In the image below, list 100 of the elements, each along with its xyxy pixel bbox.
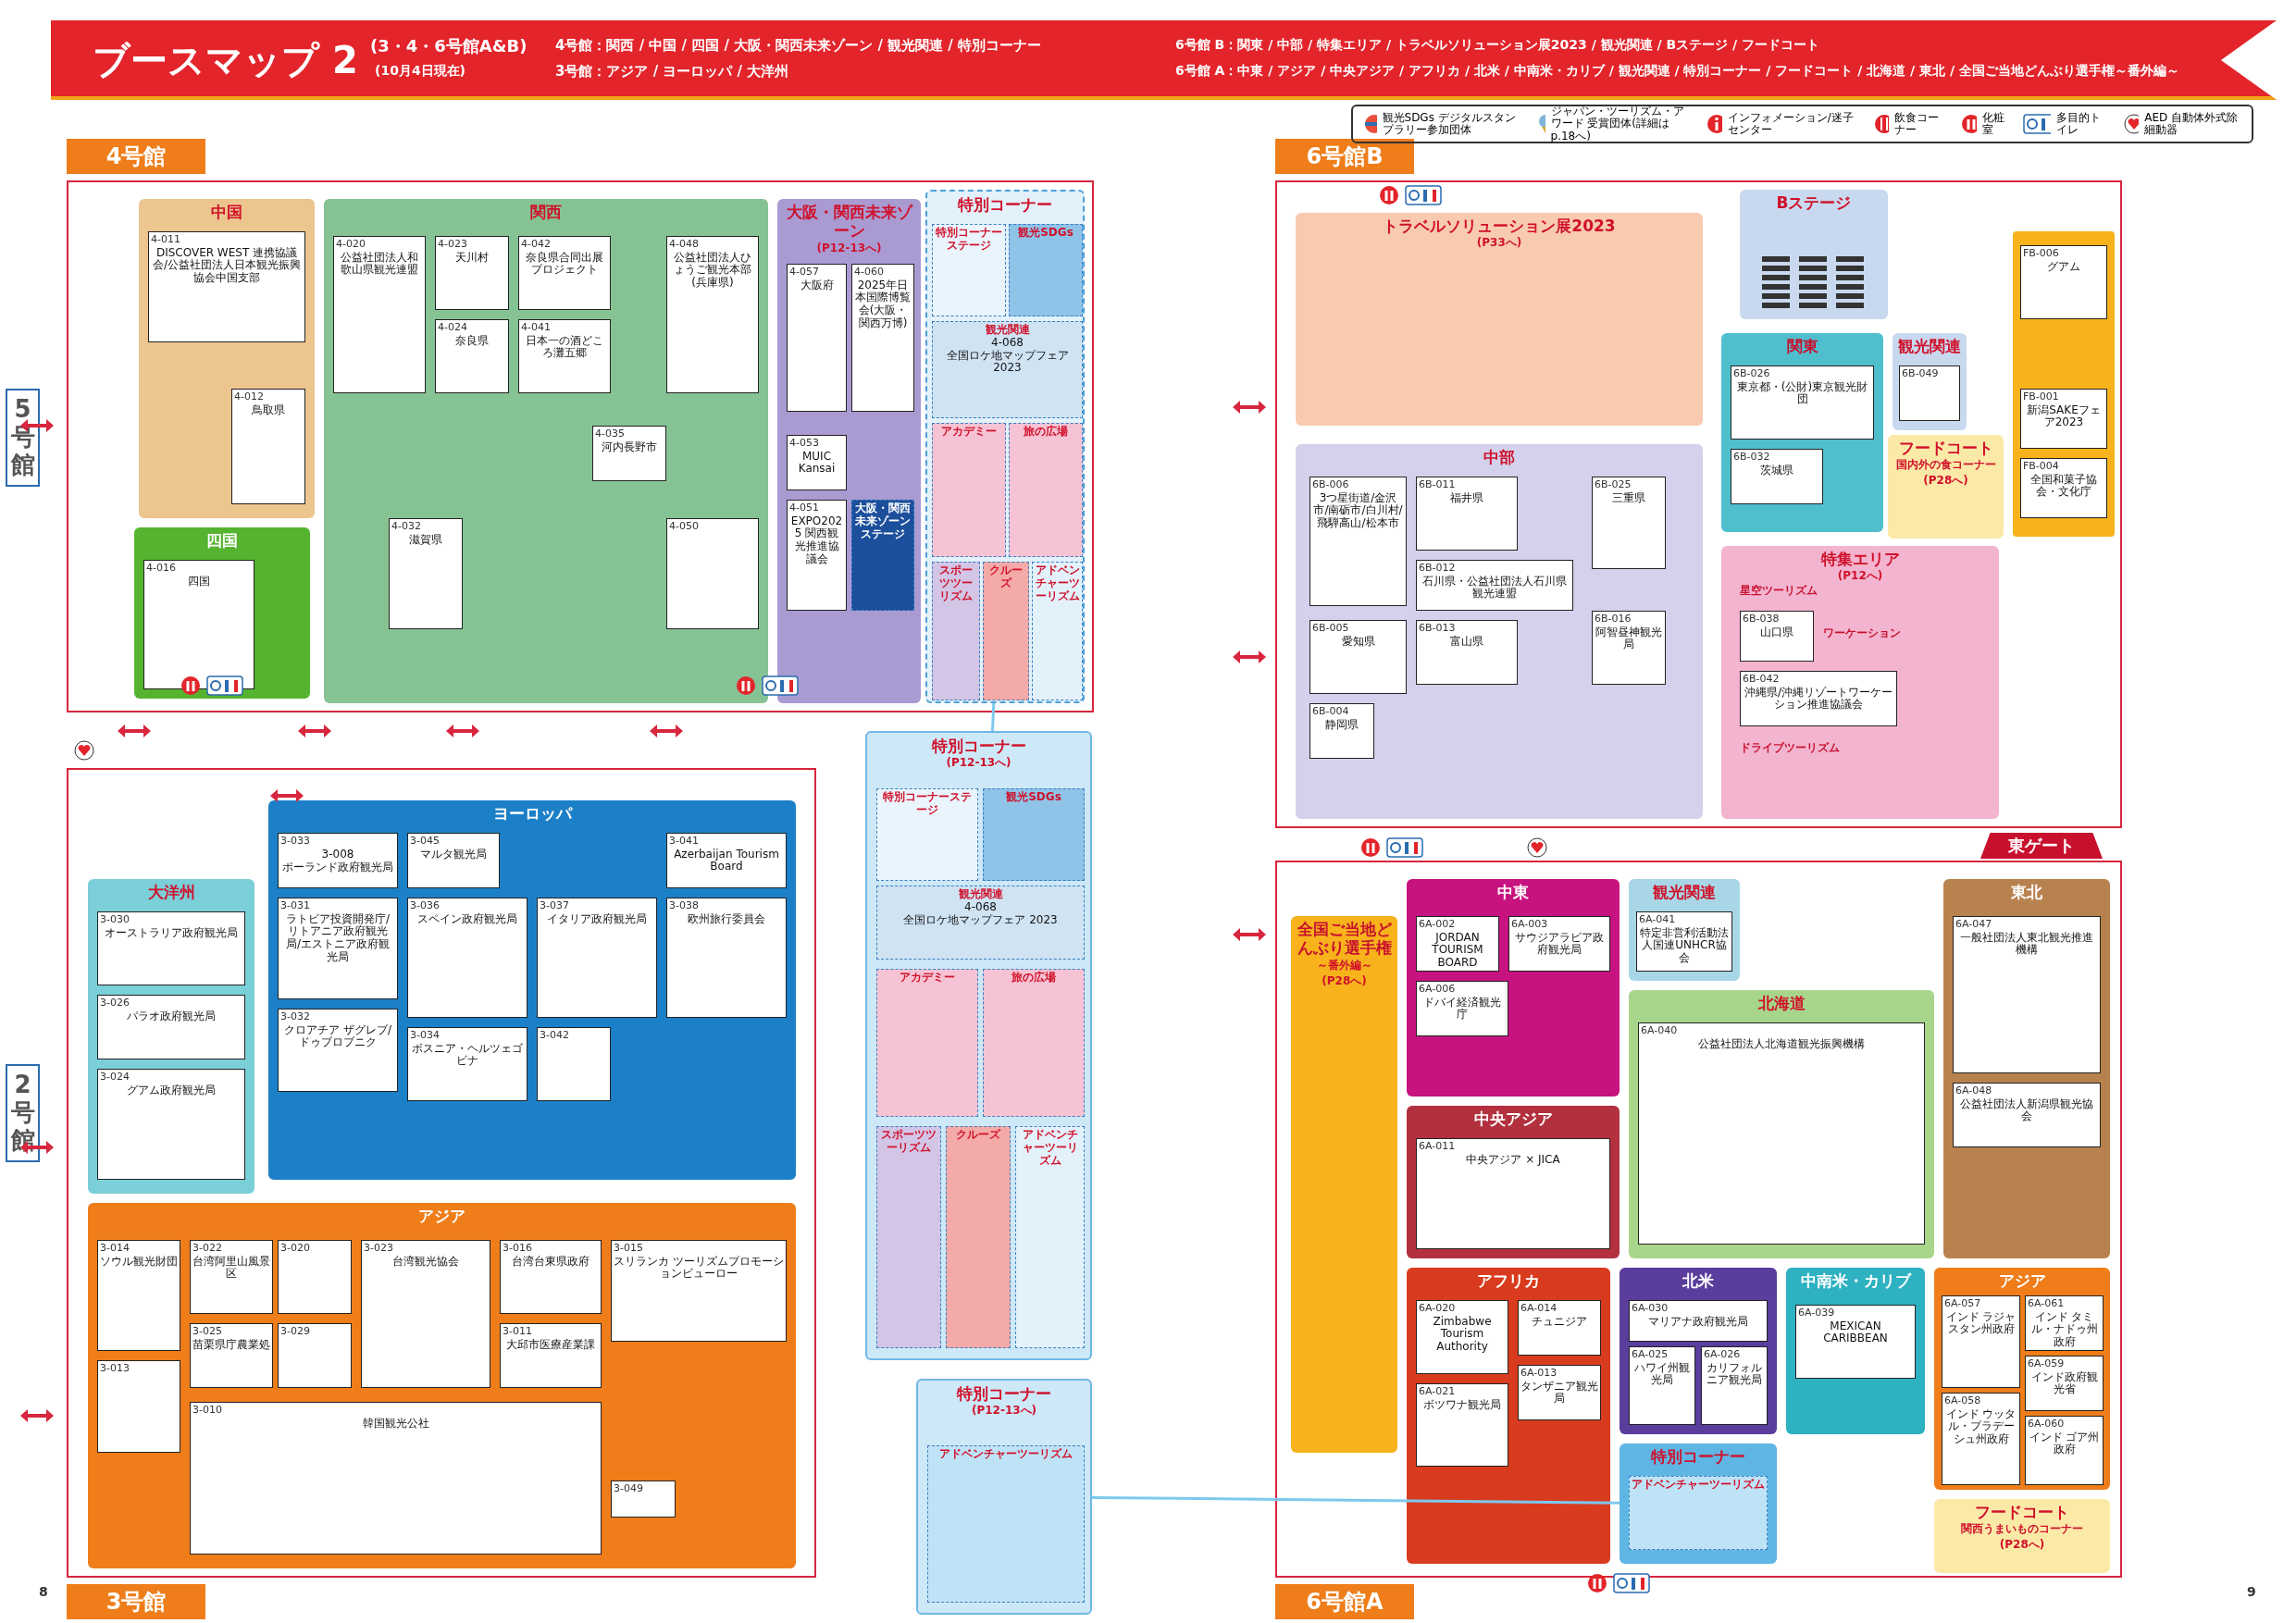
booth [592, 426, 666, 481]
zone-area [1888, 435, 2004, 539]
booth-number: 6A-047 [1955, 919, 1993, 931]
booth [333, 236, 426, 393]
booth-number: 6A-058 [1944, 1395, 1982, 1407]
booth [97, 1360, 180, 1453]
booth-number: 4-020 [336, 239, 366, 251]
booth-name: 特定非営利活動法人国連UNHCR協会 [1639, 926, 1730, 966]
corner-area [876, 1126, 941, 1348]
area-text: 4-068 [990, 336, 1024, 350]
zone-title: 観光関連 [1897, 337, 1962, 356]
area-text: 全国ロケ地マップフェア 2023 [902, 913, 1059, 927]
booth-name: Zimbabwe Tourism Authority [1432, 1315, 1493, 1355]
booth-name: EXPO2025 関西観光推進協議会 [789, 514, 844, 566]
booth-name: 奈良県 [454, 334, 490, 348]
booth-number: 6A-021 [1419, 1386, 1457, 1398]
booth [389, 518, 463, 629]
booth [1416, 981, 1508, 1036]
booth-name: 欧州旅行委員会 [687, 912, 766, 926]
booth [148, 231, 305, 342]
booth-name: カリフォルニア観光局 [1706, 1361, 1763, 1388]
booth-number: 3-023 [364, 1243, 394, 1255]
zone-title: 特集エリア [1819, 550, 1901, 569]
booth [500, 1240, 602, 1314]
page-reference: 関西うまいものコーナー [1960, 1521, 2084, 1538]
booth-name: スペイン政府観光局 [416, 912, 518, 926]
corner-area [1032, 562, 1083, 700]
zone-area [88, 879, 254, 1194]
booth-number: FB-004 [2023, 461, 2060, 473]
booth-name: MUIC Kansai [797, 450, 837, 477]
booth-name: MEXICAN CARIBBEAN [1822, 1319, 1889, 1346]
booth [407, 898, 527, 1018]
booth-name: 韓国観光公社 [361, 1417, 430, 1431]
zone-area [1629, 879, 1740, 981]
zone-area [1620, 1268, 1777, 1434]
zone-title: 北米 [1682, 1271, 1715, 1291]
area-text: 全国ロケ地マップフェア 2023 [945, 349, 1070, 376]
booth-number: 6A-003 [1511, 919, 1549, 931]
booth-name: 日本一の酒どころ灘五郷 [525, 334, 604, 361]
booth-number: 4-012 [234, 391, 265, 403]
page-reference: (P12-13へ) [815, 240, 883, 256]
booth [1416, 1138, 1610, 1249]
zone-title: 関東 [1785, 337, 1819, 356]
booth [97, 995, 245, 1059]
booth-name: 公益社団法人新潟県観光協会 [1959, 1097, 2094, 1124]
booth [190, 1402, 602, 1555]
zone-title: 四国 [205, 531, 239, 551]
zone-title: 中部 [1483, 448, 1516, 467]
booth [2025, 1295, 2104, 1351]
booth-name: 天川村 [454, 251, 490, 265]
booth-number: 6A-011 [1419, 1141, 1457, 1153]
booth [1740, 611, 1814, 662]
hall-name-tab: 6号館B [1275, 139, 1414, 174]
booth-name: グアム政府観光局 [126, 1084, 217, 1097]
page-title: ブースマップ 2 [93, 38, 358, 83]
page-reference: (P28へ) [1321, 973, 1368, 989]
booth-name: 公益社団法人ひょうご観光本部(兵庫県) [673, 251, 752, 291]
area-title: 特別コーナーステージ [935, 227, 1003, 253]
booth-number: FB-006 [2023, 248, 2060, 260]
booth-number: 6B-011 [1419, 479, 1457, 491]
booth [1508, 916, 1610, 972]
booth-number: 4-053 [789, 438, 820, 450]
booth-name: 大邱市医療産業課 [505, 1338, 596, 1352]
booth-number: 3-041 [669, 836, 700, 848]
corner-area [932, 562, 980, 700]
booth-name: 福井県 [1449, 491, 1484, 505]
booth [1416, 916, 1499, 972]
booth-number: 6A-059 [2028, 1358, 2066, 1370]
booth-number: 3-029 [280, 1326, 311, 1338]
booth-name: 2025年日本国際博覧会(大阪・関西万博) [854, 279, 912, 330]
legend-text: AED 自動体外式除細動器 [2144, 111, 2240, 137]
booth-name: インド ゴア州政府 [2028, 1431, 2101, 1457]
corner-area [983, 562, 1029, 700]
enlarged-view-panel [865, 731, 1092, 1360]
booth [278, 833, 398, 888]
booth-name: スリランカ ツーリズムプロモーションビューロー [614, 1255, 784, 1282]
zone-area [1296, 213, 1703, 426]
booth-number: 6B-004 [1312, 706, 1350, 718]
booth [1416, 620, 1518, 685]
page-reference: ～番外編～ [1315, 957, 1373, 973]
enlarged-view-panel [916, 1379, 1092, 1615]
booth [2020, 389, 2107, 449]
zone-title: Bステージ [1775, 193, 1853, 213]
booth-name: 公益社団法人北海道観光振興機構 [1697, 1037, 1866, 1051]
booth-number: 6B-016 [1595, 613, 1632, 626]
booth [190, 1240, 273, 1314]
booth-name: 台湾阿里山風景区 [192, 1255, 270, 1282]
booth-number: 4-024 [438, 322, 468, 334]
booth-number: 3-010 [192, 1405, 223, 1417]
area-title: ワーケーション [1823, 626, 1901, 641]
booth-number: 6B-006 [1312, 479, 1350, 491]
booth-name: 公益社団法人和歌山県観光連盟 [340, 251, 419, 278]
booth-number: 3-016 [503, 1243, 533, 1255]
booth-name: 沖縄県/沖縄リゾートワーケーション推進協議会 [1743, 686, 1893, 712]
booth-number: 6A-061 [2028, 1298, 2066, 1310]
booth-name: ソウル観光財団 [100, 1255, 178, 1269]
corner-area [932, 321, 1083, 418]
booth-name: インド政府観光省 [2029, 1370, 2099, 1397]
booth-name: 奈良県合同出展プロジェクト [525, 251, 604, 278]
zone-title: 東北 [2010, 883, 2043, 902]
